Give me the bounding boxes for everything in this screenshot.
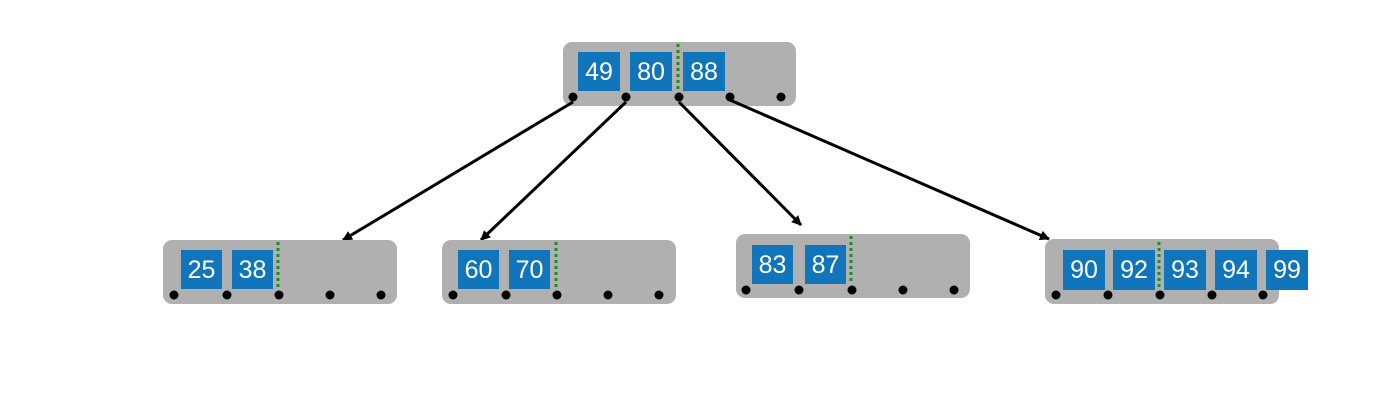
leaf-key-box (232, 250, 273, 289)
leaf-node: 60 70 (442, 240, 676, 304)
pointer-dot (376, 290, 386, 300)
leaf-key: 38 (239, 256, 267, 284)
pointer-dot (501, 290, 511, 300)
pointer-dot (169, 290, 179, 300)
pointer-dot (898, 285, 908, 295)
leaf-key-box (805, 245, 846, 284)
pointer-dot (448, 290, 458, 300)
pointer-dot (274, 290, 284, 300)
edge-arrow (677, 100, 803, 227)
leaf-key: 83 (759, 251, 787, 279)
leaf-key-overflow: 99 (1273, 256, 1301, 284)
pointer-dot (725, 92, 735, 102)
root-key: 80 (637, 58, 665, 86)
root-key-box (683, 52, 725, 91)
leaf-key: 92 (1120, 256, 1148, 284)
pointer-dot (1155, 290, 1165, 300)
leaf-key: 25 (188, 256, 216, 284)
leaf-node-box (442, 240, 676, 304)
pointer-dot (1103, 290, 1113, 300)
pointer-dot (674, 92, 684, 102)
pointer-dot (654, 290, 664, 300)
pointer-dot (603, 290, 613, 300)
leaf-key: 94 (1222, 256, 1250, 284)
edge-arrow (479, 100, 628, 242)
leaf-key-box (1113, 250, 1155, 290)
leaf-key: 93 (1171, 256, 1199, 284)
root-key: 88 (690, 58, 718, 86)
edge-arrow (729, 98, 1050, 241)
pointer-dot (325, 290, 335, 300)
leaf-node-overflow: 90 92 93 94 99 (1045, 239, 1308, 304)
root-key-box (578, 52, 620, 91)
root-key: 49 (585, 58, 613, 86)
edge-arrow (342, 100, 574, 242)
leaf-node-box (736, 234, 970, 298)
pointer-dot (741, 285, 751, 295)
leaf-key-box (1164, 250, 1206, 290)
leaf-key: 70 (516, 256, 544, 284)
leaf-key-box (752, 245, 793, 284)
pointer-dot (794, 285, 804, 295)
pointer-dot (568, 92, 578, 102)
pointer-dot (222, 290, 232, 300)
pointer-dot (847, 285, 857, 295)
root-node: 49 80 88 (563, 42, 796, 106)
leaf-key-box-overflow (1266, 250, 1308, 290)
leaf-key-box (181, 250, 222, 289)
leaf-key: 90 (1070, 256, 1098, 284)
leaf-key-box (1063, 250, 1105, 290)
leaf-key-box (509, 250, 550, 289)
root-key-box (630, 52, 672, 91)
leaf-key: 87 (812, 251, 840, 279)
pointer-dot (1051, 290, 1061, 300)
leaf-key: 60 (465, 256, 493, 284)
pointer-dot (1258, 290, 1268, 300)
leaf-key-box (1215, 250, 1257, 290)
pointer-dot (621, 92, 631, 102)
pointer-dot (949, 285, 959, 295)
leaf-key-box (458, 250, 499, 289)
pointer-dot (776, 92, 786, 102)
leaf-node: 83 87 (736, 234, 970, 298)
leaf-node: 25 38 (163, 240, 397, 304)
pointer-dot (552, 290, 562, 300)
pointer-dot (1207, 290, 1217, 300)
